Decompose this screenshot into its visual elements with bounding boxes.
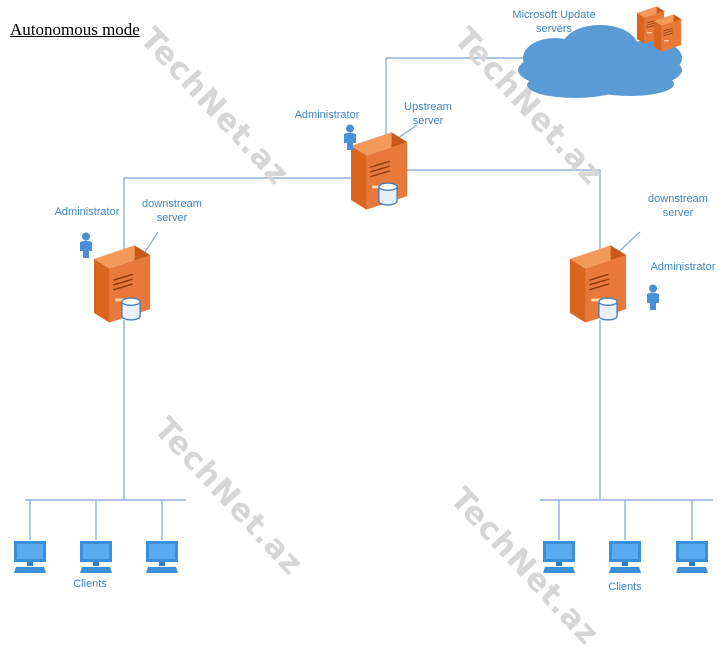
diagram-canvas: [14, 5, 713, 573]
server-icon: [654, 13, 682, 53]
page-title: Autonomous mode: [10, 20, 140, 39]
clients-label: Clients: [73, 578, 107, 590]
administrator-label: Administrator: [54, 206, 120, 218]
client-computer-icon: [80, 541, 112, 573]
downstream-server-label: downstream server: [648, 193, 708, 219]
microsoft-update-label: Microsoft Update servers: [512, 9, 596, 35]
client-computer-icon: [676, 541, 708, 573]
connection-lines: [25, 57, 713, 540]
administrator-icon: [80, 232, 92, 258]
clients-label: Clients: [608, 581, 642, 593]
administrator-icon: [647, 284, 659, 310]
client-computer-icon: [14, 541, 46, 573]
client-computer-icon: [609, 541, 641, 573]
downstream-server-label: downstream server: [142, 198, 202, 224]
database-icon: [121, 297, 141, 321]
client-computer-icon: [146, 541, 178, 573]
network-diagram: TechNet.az TechNet.az TechNet.az TechNet…: [10, 5, 716, 652]
administrator-label: Administrator: [650, 261, 716, 273]
database-icon: [598, 297, 618, 321]
database-icon: [378, 182, 398, 206]
upstream-server-label: Upstream server: [404, 101, 452, 127]
administrator-label: Administrator: [294, 109, 360, 121]
